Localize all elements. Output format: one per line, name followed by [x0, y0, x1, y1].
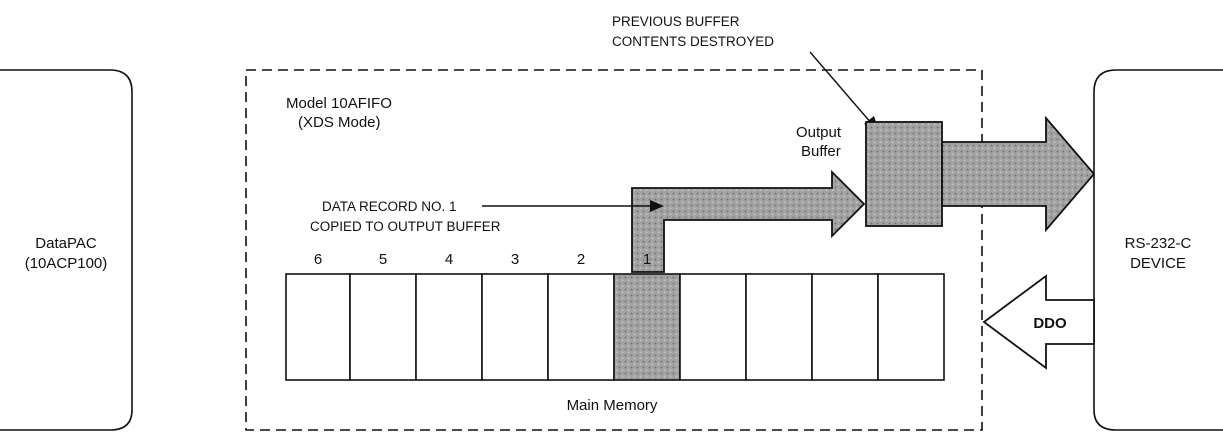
- memory-slot-number: 5: [379, 251, 387, 268]
- memory-cell-highlighted: [613, 273, 681, 381]
- memory-slot-number: 3: [511, 251, 519, 268]
- output-buffer: [865, 121, 943, 227]
- memory-slot-number: 6: [314, 251, 322, 268]
- memory-cell: [547, 273, 615, 381]
- memory-slot-number: 2: [577, 251, 585, 268]
- callout-copied-arrowhead: [650, 200, 664, 212]
- memory-cell: [349, 273, 417, 381]
- memory-cell: [745, 273, 813, 381]
- rs232-device-sub-label: DEVICE: [1130, 255, 1186, 272]
- main-memory: 6 5 4 3 2 1: [285, 251, 945, 381]
- ddo-arrow: [982, 274, 1095, 370]
- slot-to-buffer-arrow: [631, 169, 866, 273]
- rs232-device-label: RS-232-C: [1125, 235, 1192, 252]
- datapac-label: DataPAC: [35, 235, 97, 252]
- memory-cell: [285, 273, 351, 381]
- memory-cell: [811, 273, 879, 381]
- datapac-model-label: (10ACP100): [25, 255, 108, 272]
- callout-copied-line1: DATA RECORD NO. 1: [322, 199, 457, 214]
- output-buffer-label-line1: Output: [796, 124, 842, 141]
- module-mode: (XDS Mode): [298, 114, 381, 131]
- memory-slot-number: 1: [643, 251, 651, 268]
- memory-cell: [415, 273, 483, 381]
- callout-destroyed-line1: PREVIOUS BUFFER: [612, 14, 740, 29]
- memory-slot-number: 4: [445, 251, 453, 268]
- module-title: Model 10AFIFO: [286, 95, 392, 112]
- callout-destroyed-leader: [809, 51, 873, 125]
- memory-cell: [679, 273, 747, 381]
- rs232-device-box: [1093, 69, 1223, 431]
- output-buffer-label-line2: Buffer: [801, 143, 841, 160]
- callout-copied-line2: COPIED TO OUTPUT BUFFER: [310, 219, 501, 234]
- main-memory-label: Main Memory: [567, 397, 658, 414]
- memory-cell: [877, 273, 945, 381]
- buffer-to-device-arrow: [941, 115, 1096, 233]
- callout-destroyed-line2: CONTENTS DESTROYED: [612, 34, 774, 49]
- fifo-module-boundary: [245, 69, 983, 431]
- datapac-box: [0, 69, 133, 431]
- memory-cell: [481, 273, 549, 381]
- ddo-label: DDO: [1033, 315, 1067, 332]
